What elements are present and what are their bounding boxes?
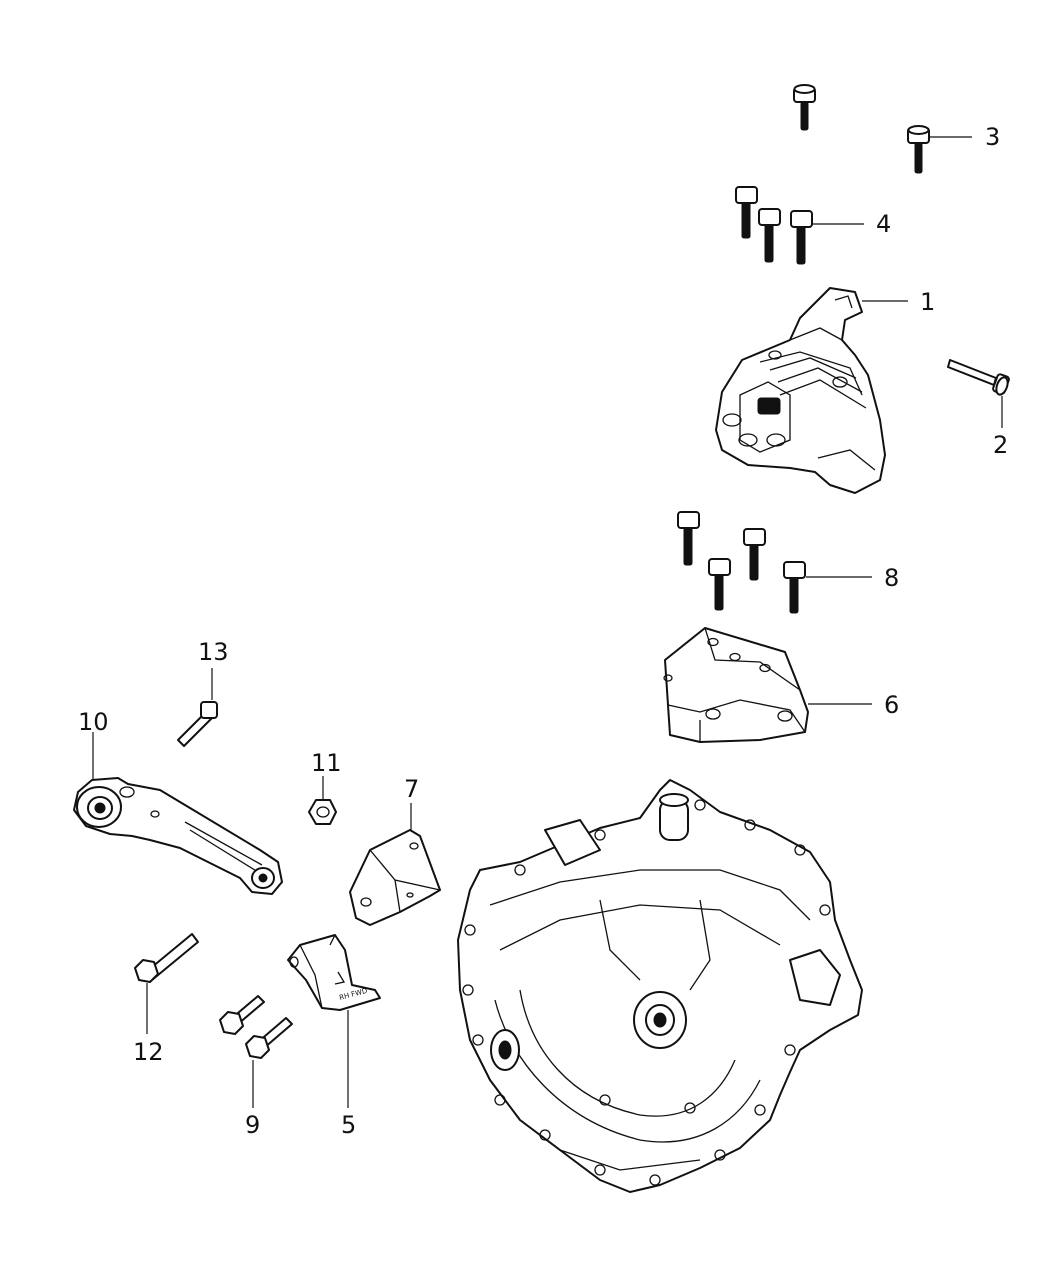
callout-11: 11 [311, 749, 342, 777]
engine-mount-1 [715, 287, 886, 494]
bolt-4b [758, 208, 781, 263]
bracket-5: RH FWD [287, 934, 381, 1011]
bolt-3a [793, 84, 816, 131]
bolt-4a [735, 186, 758, 239]
callout-4: 4 [876, 210, 891, 238]
bracket-6 [663, 627, 809, 743]
callout-12: 12 [133, 1038, 164, 1066]
bracket-7 [349, 829, 441, 926]
callout-5: 5 [341, 1111, 356, 1139]
torque-strut-10 [73, 777, 283, 895]
bolt-4c [790, 210, 813, 265]
callout-10: 10 [78, 708, 109, 736]
bolt-8a [677, 511, 700, 566]
bolt-13 [177, 701, 218, 747]
bolt-8d [783, 561, 806, 614]
bolt-8b [708, 558, 731, 611]
bolt-9a [219, 995, 265, 1035]
bolt-2 [947, 359, 1010, 396]
callout-1: 1 [920, 288, 935, 316]
bolt-9b [245, 1017, 293, 1059]
callout-13: 13 [198, 638, 229, 666]
bolt-3b [907, 125, 930, 174]
bolt-8c [743, 528, 766, 581]
callout-6: 6 [884, 691, 899, 719]
nut-11 [308, 799, 337, 825]
callout-7: 7 [404, 775, 419, 803]
callout-2: 2 [993, 431, 1008, 459]
bolt-12 [134, 933, 199, 983]
callout-9: 9 [245, 1111, 260, 1139]
callout-3: 3 [985, 123, 1000, 151]
callout-8: 8 [884, 564, 899, 592]
transmission-assembly [457, 779, 863, 1193]
